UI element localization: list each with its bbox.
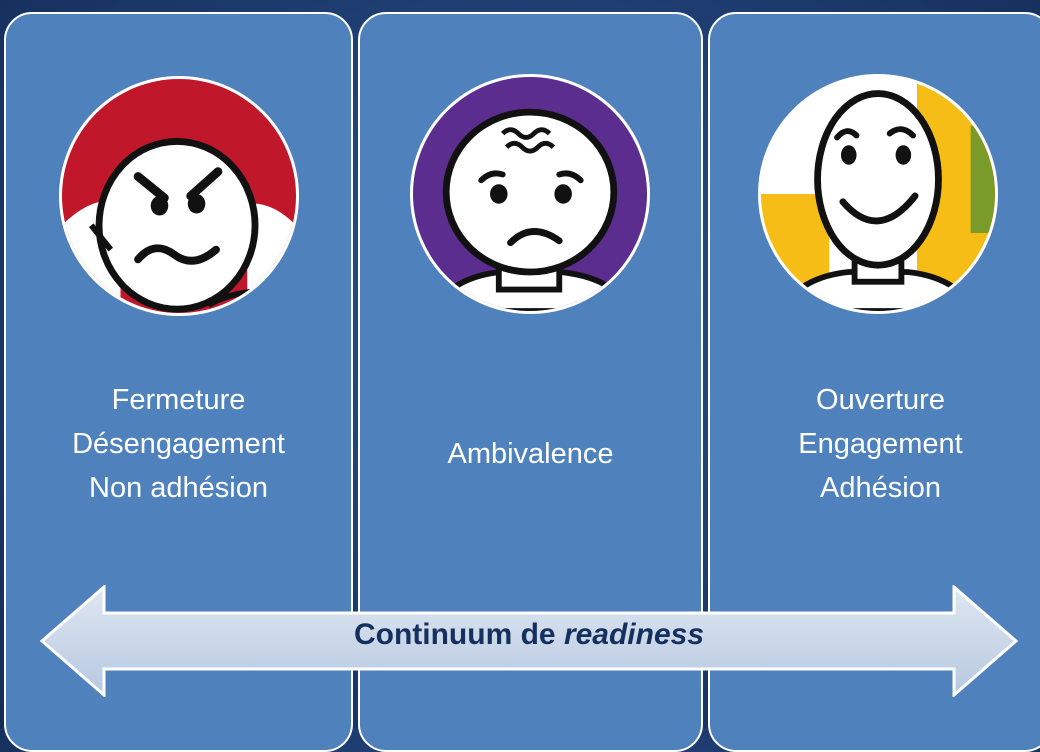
stage-line: Adhésion — [820, 472, 941, 504]
stage-line: Non adhésion — [89, 472, 268, 504]
stage-line: Fermeture — [111, 384, 246, 416]
continuum-label: Continuum de readiness — [40, 615, 1018, 655]
stage-label-openness: Ouverture Engagement Adhésion — [710, 378, 1040, 510]
stage-line: Ouverture — [816, 384, 945, 416]
stage-label-closure: Fermeture Désengagement Non adhésion — [6, 378, 351, 510]
stage-line: Engagement — [798, 428, 963, 460]
continuum-label-emphasis: readiness — [563, 618, 705, 651]
readiness-continuum-arrow: Continuum de readiness — [40, 585, 1018, 697]
stage-panel-closure: Fermeture Désengagement Non adhésion — [4, 12, 353, 752]
stage-label-ambivalence: Ambivalence — [360, 432, 701, 476]
stage-line: Désengagement — [72, 428, 285, 460]
continuum-label-prefix: Continuum de — [353, 618, 564, 651]
smiling-face-icon — [758, 74, 998, 314]
angry-face-icon — [59, 76, 299, 316]
stage-line: Ambivalence — [447, 438, 614, 470]
double-arrow-icon — [40, 585, 1018, 697]
worried-face-icon — [410, 74, 650, 314]
